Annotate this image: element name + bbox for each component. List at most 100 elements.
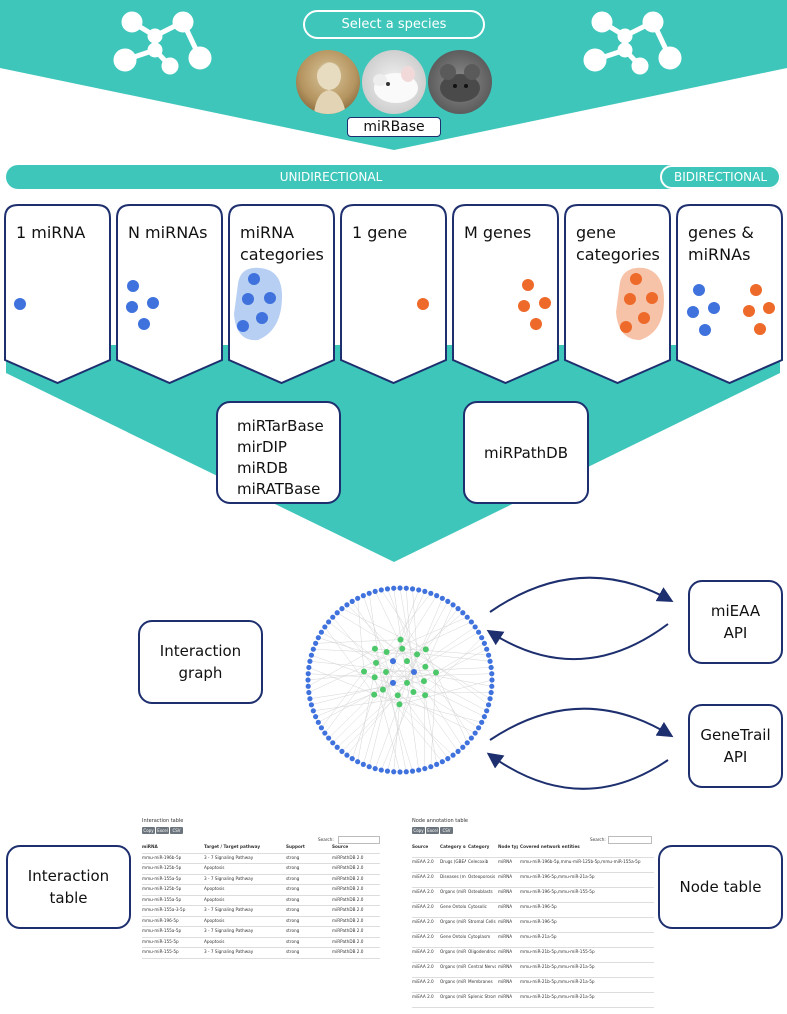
- graph-node-outer[interactable]: [403, 585, 409, 591]
- graph-node-outer[interactable]: [334, 610, 340, 616]
- graph-node-inner[interactable]: [383, 669, 389, 675]
- graph-node-outer[interactable]: [315, 635, 321, 641]
- graph-node-outer[interactable]: [315, 719, 321, 725]
- graph-node-outer[interactable]: [308, 702, 315, 708]
- graph-node-inner[interactable]: [371, 645, 378, 652]
- graph-node-outer[interactable]: [322, 624, 328, 630]
- graph-node-outer[interactable]: [378, 587, 384, 593]
- graph-node-outer[interactable]: [416, 767, 422, 773]
- graph-node-inner[interactable]: [422, 692, 429, 699]
- graph-node-outer[interactable]: [322, 730, 328, 736]
- graph-node-inner[interactable]: [361, 668, 368, 675]
- graph-node-outer[interactable]: [485, 652, 492, 658]
- graph-node-inner[interactable]: [422, 646, 429, 653]
- graph-node-inner[interactable]: [383, 648, 390, 655]
- graph-node-outer[interactable]: [487, 658, 493, 664]
- graph-node-outer[interactable]: [349, 756, 355, 762]
- graph-node-inner[interactable]: [390, 679, 396, 686]
- excel-button[interactable]: Excel: [156, 827, 169, 834]
- graph-node-outer[interactable]: [455, 606, 461, 612]
- graph-node-inner[interactable]: [396, 701, 403, 708]
- graph-node-outer[interactable]: [366, 590, 372, 596]
- category-card-m-genes[interactable]: M genes: [452, 204, 559, 384]
- graph-node-outer[interactable]: [489, 671, 495, 677]
- graph-node-outer[interactable]: [305, 683, 311, 689]
- graph-node-outer[interactable]: [313, 714, 319, 720]
- graph-node-inner[interactable]: [379, 686, 386, 693]
- graph-node-outer[interactable]: [360, 593, 366, 599]
- graph-node-outer[interactable]: [468, 735, 474, 741]
- graph-node-outer[interactable]: [468, 619, 474, 625]
- graph-node-outer[interactable]: [409, 768, 416, 774]
- search-input[interactable]: [338, 836, 380, 844]
- graph-node-outer[interactable]: [455, 748, 461, 754]
- graph-node-outer[interactable]: [472, 730, 478, 736]
- mieaa-api-box[interactable]: miEAA API: [688, 580, 783, 664]
- graph-node-outer[interactable]: [460, 610, 466, 616]
- category-card-genes-and-mirnas[interactable]: genes & miRNAs: [676, 204, 783, 384]
- rat-icon[interactable]: [362, 50, 426, 114]
- graph-node-outer[interactable]: [397, 769, 403, 775]
- graph-node-outer[interactable]: [366, 764, 372, 770]
- graph-node-outer[interactable]: [476, 725, 482, 731]
- graph-node-inner[interactable]: [414, 651, 421, 658]
- graph-node-inner[interactable]: [390, 658, 396, 665]
- table-header-cell[interactable]: Support: [286, 844, 305, 849]
- graph-node-outer[interactable]: [318, 725, 324, 731]
- graph-node-outer[interactable]: [355, 759, 361, 765]
- graph-node-outer[interactable]: [489, 683, 495, 689]
- table-header-cell[interactable]: Source: [412, 844, 429, 849]
- graph-node-outer[interactable]: [372, 588, 378, 595]
- graph-node-outer[interactable]: [434, 593, 440, 599]
- interaction-network-graph[interactable]: [300, 580, 500, 780]
- excel-button[interactable]: Excel: [426, 827, 439, 834]
- graph-node-outer[interactable]: [318, 629, 324, 635]
- graph-node-outer[interactable]: [472, 624, 478, 630]
- graph-node-outer[interactable]: [428, 590, 434, 596]
- graph-node-inner[interactable]: [422, 663, 429, 670]
- graph-node-outer[interactable]: [384, 586, 391, 592]
- target-databases-box[interactable]: miRTarBase mirDIP miRDB miRATBase: [216, 401, 341, 504]
- graph-node-outer[interactable]: [422, 588, 428, 595]
- interaction-table-box[interactable]: Interaction table: [6, 845, 131, 929]
- graph-node-inner[interactable]: [420, 678, 427, 685]
- select-species-button[interactable]: Select a species: [303, 10, 485, 39]
- graph-node-outer[interactable]: [372, 765, 378, 772]
- graph-node-outer[interactable]: [334, 744, 340, 750]
- graph-node-outer[interactable]: [428, 764, 434, 770]
- interaction-graph-box[interactable]: Interaction graph: [138, 620, 263, 704]
- graph-node-outer[interactable]: [450, 752, 456, 758]
- graph-node-outer[interactable]: [308, 652, 315, 658]
- graph-node-outer[interactable]: [488, 689, 494, 696]
- table-header-cell[interactable]: miRNA: [142, 844, 158, 849]
- csv-button[interactable]: CSV: [440, 827, 453, 834]
- graph-node-inner[interactable]: [397, 636, 404, 643]
- node-table-box[interactable]: Node table: [658, 845, 783, 929]
- search-input[interactable]: [608, 836, 652, 844]
- graph-node-outer[interactable]: [479, 635, 485, 641]
- mouse-icon[interactable]: [428, 50, 492, 114]
- graph-node-outer[interactable]: [313, 640, 319, 646]
- graph-node-outer[interactable]: [330, 740, 336, 746]
- category-card-n-mirnas[interactable]: N miRNAs: [116, 204, 223, 384]
- graph-node-outer[interactable]: [378, 767, 384, 773]
- graph-node-outer[interactable]: [310, 708, 316, 714]
- graph-node-outer[interactable]: [481, 640, 487, 646]
- graph-node-inner[interactable]: [373, 659, 380, 666]
- graph-node-outer[interactable]: [305, 671, 311, 677]
- graph-node-outer[interactable]: [391, 585, 397, 591]
- table-header-cell[interactable]: Node type: [498, 844, 518, 849]
- table-header-cell[interactable]: Covered network entities: [520, 844, 580, 849]
- category-card-mirna-categories[interactable]: miRNA categories: [228, 204, 335, 384]
- graph-node-outer[interactable]: [310, 646, 316, 652]
- graph-node-inner[interactable]: [404, 679, 410, 686]
- graph-node-outer[interactable]: [360, 761, 366, 767]
- graph-node-outer[interactable]: [479, 719, 485, 725]
- graph-node-outer[interactable]: [349, 598, 355, 604]
- graph-node-outer[interactable]: [488, 664, 494, 671]
- bidirectional-button[interactable]: BIDIRECTIONAL: [660, 165, 781, 189]
- graph-node-outer[interactable]: [326, 735, 332, 741]
- graph-node-outer[interactable]: [464, 614, 470, 620]
- graph-node-outer[interactable]: [344, 602, 350, 608]
- mirpathdb-box[interactable]: miRPathDB: [463, 401, 589, 504]
